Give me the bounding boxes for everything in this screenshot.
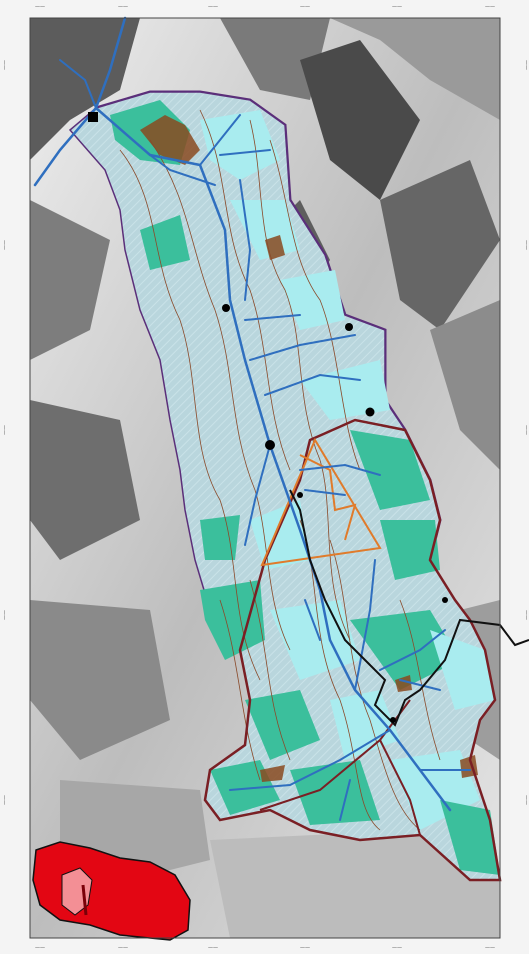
outlet-station-marker [88,112,98,122]
station-marker [222,304,230,312]
grid-label-right: —— [523,795,529,805]
inset-locator-map [32,841,191,941]
grid-label-right: —— [523,610,529,620]
grid-label-bottom: —— [208,945,218,951]
grid-label-left: —— [2,240,8,250]
station-marker [365,407,375,417]
station-marker [442,597,448,603]
point-features [88,112,448,723]
sub-basin-boundary [203,418,502,882]
grid-label-left: —— [2,425,8,435]
road-line [289,489,529,727]
grid-label-bottom: —— [118,945,128,951]
brown-patches [140,115,478,782]
grid-label-bottom: —— [300,945,310,951]
station-marker [390,717,396,723]
grid-label-right: —— [523,425,529,435]
station-marker [345,323,353,331]
grid-label-bottom: —— [35,945,45,951]
grid-label-top: —— [485,4,495,10]
grid-label-top: —— [208,4,218,10]
triangle-zone [260,437,382,567]
grid-label-left: —— [2,610,8,620]
contour-lines [119,109,441,831]
station-marker [265,440,275,450]
grid-label-top: —— [118,4,128,10]
grid-label-left: —— [2,60,8,70]
station-marker [297,492,303,498]
grid-label-left: —— [2,795,8,805]
grid-label-right: —— [523,240,529,250]
grid-label-right: —— [523,60,529,70]
grid-label-bottom: —— [392,945,402,951]
river-network [33,16,471,821]
grid-label-top: —— [35,4,45,10]
internal-divide-2 [379,739,421,836]
grid-label-bottom: —— [485,945,495,951]
grid-label-top: —— [392,4,402,10]
grid-label-top: —— [300,4,310,10]
map-neatline [29,17,501,939]
